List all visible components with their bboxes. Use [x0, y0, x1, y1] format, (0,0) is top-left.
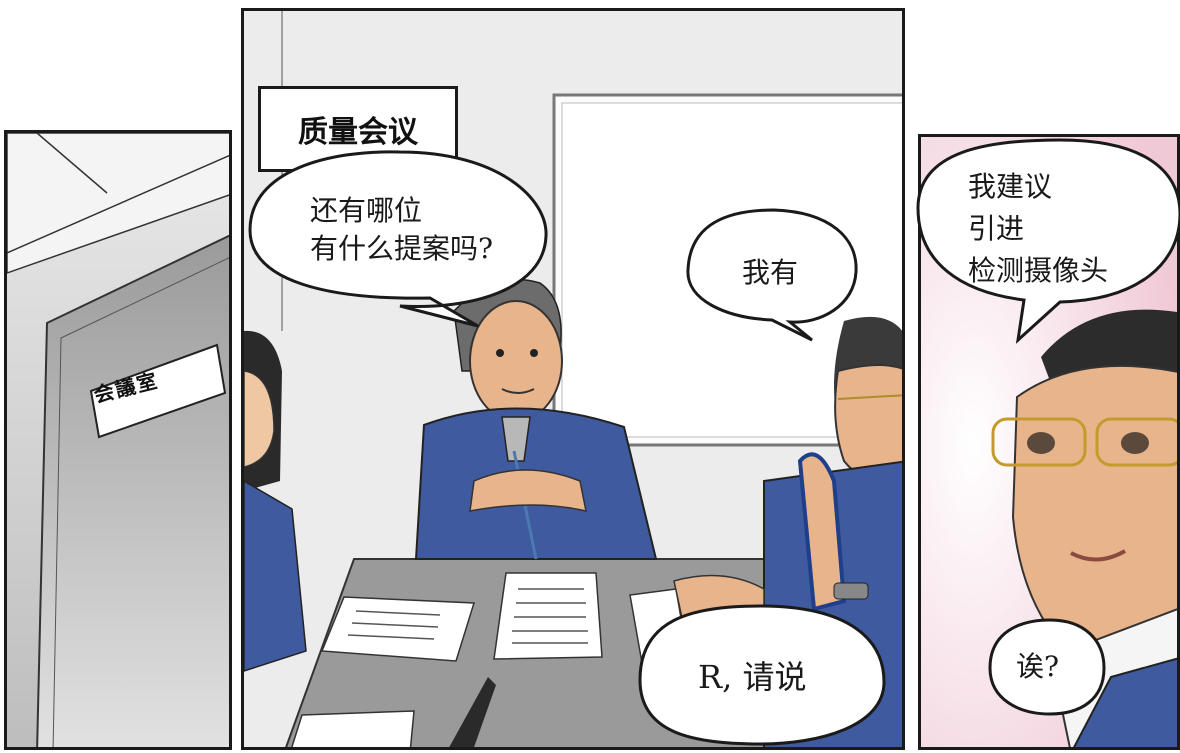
surprise-speech: 诶? — [1016, 650, 1060, 683]
reply-bubble — [638, 604, 886, 746]
colleague-speech: 我有 — [742, 256, 799, 289]
reply-speech: R, 请说 — [698, 658, 807, 696]
manager-line-2: 有什么提案吗? — [310, 231, 494, 265]
door-illustration — [7, 133, 229, 747]
proposal-speech: 我建议 引进 检测摄像头 — [968, 166, 1108, 292]
surprise-bubble — [988, 618, 1106, 716]
proposal-line-2: 引进 — [968, 212, 1025, 245]
proposal-line-3: 检测摄像头 — [968, 254, 1109, 287]
manager-line-1: 还有哪位 — [310, 194, 423, 227]
colleague-bubble — [686, 208, 858, 342]
manager-bubble — [248, 150, 548, 328]
proposal-line-1: 我建议 — [968, 170, 1053, 203]
panel-door — [4, 130, 232, 750]
manager-speech: 还有哪位 有什么提案吗? — [310, 192, 493, 268]
